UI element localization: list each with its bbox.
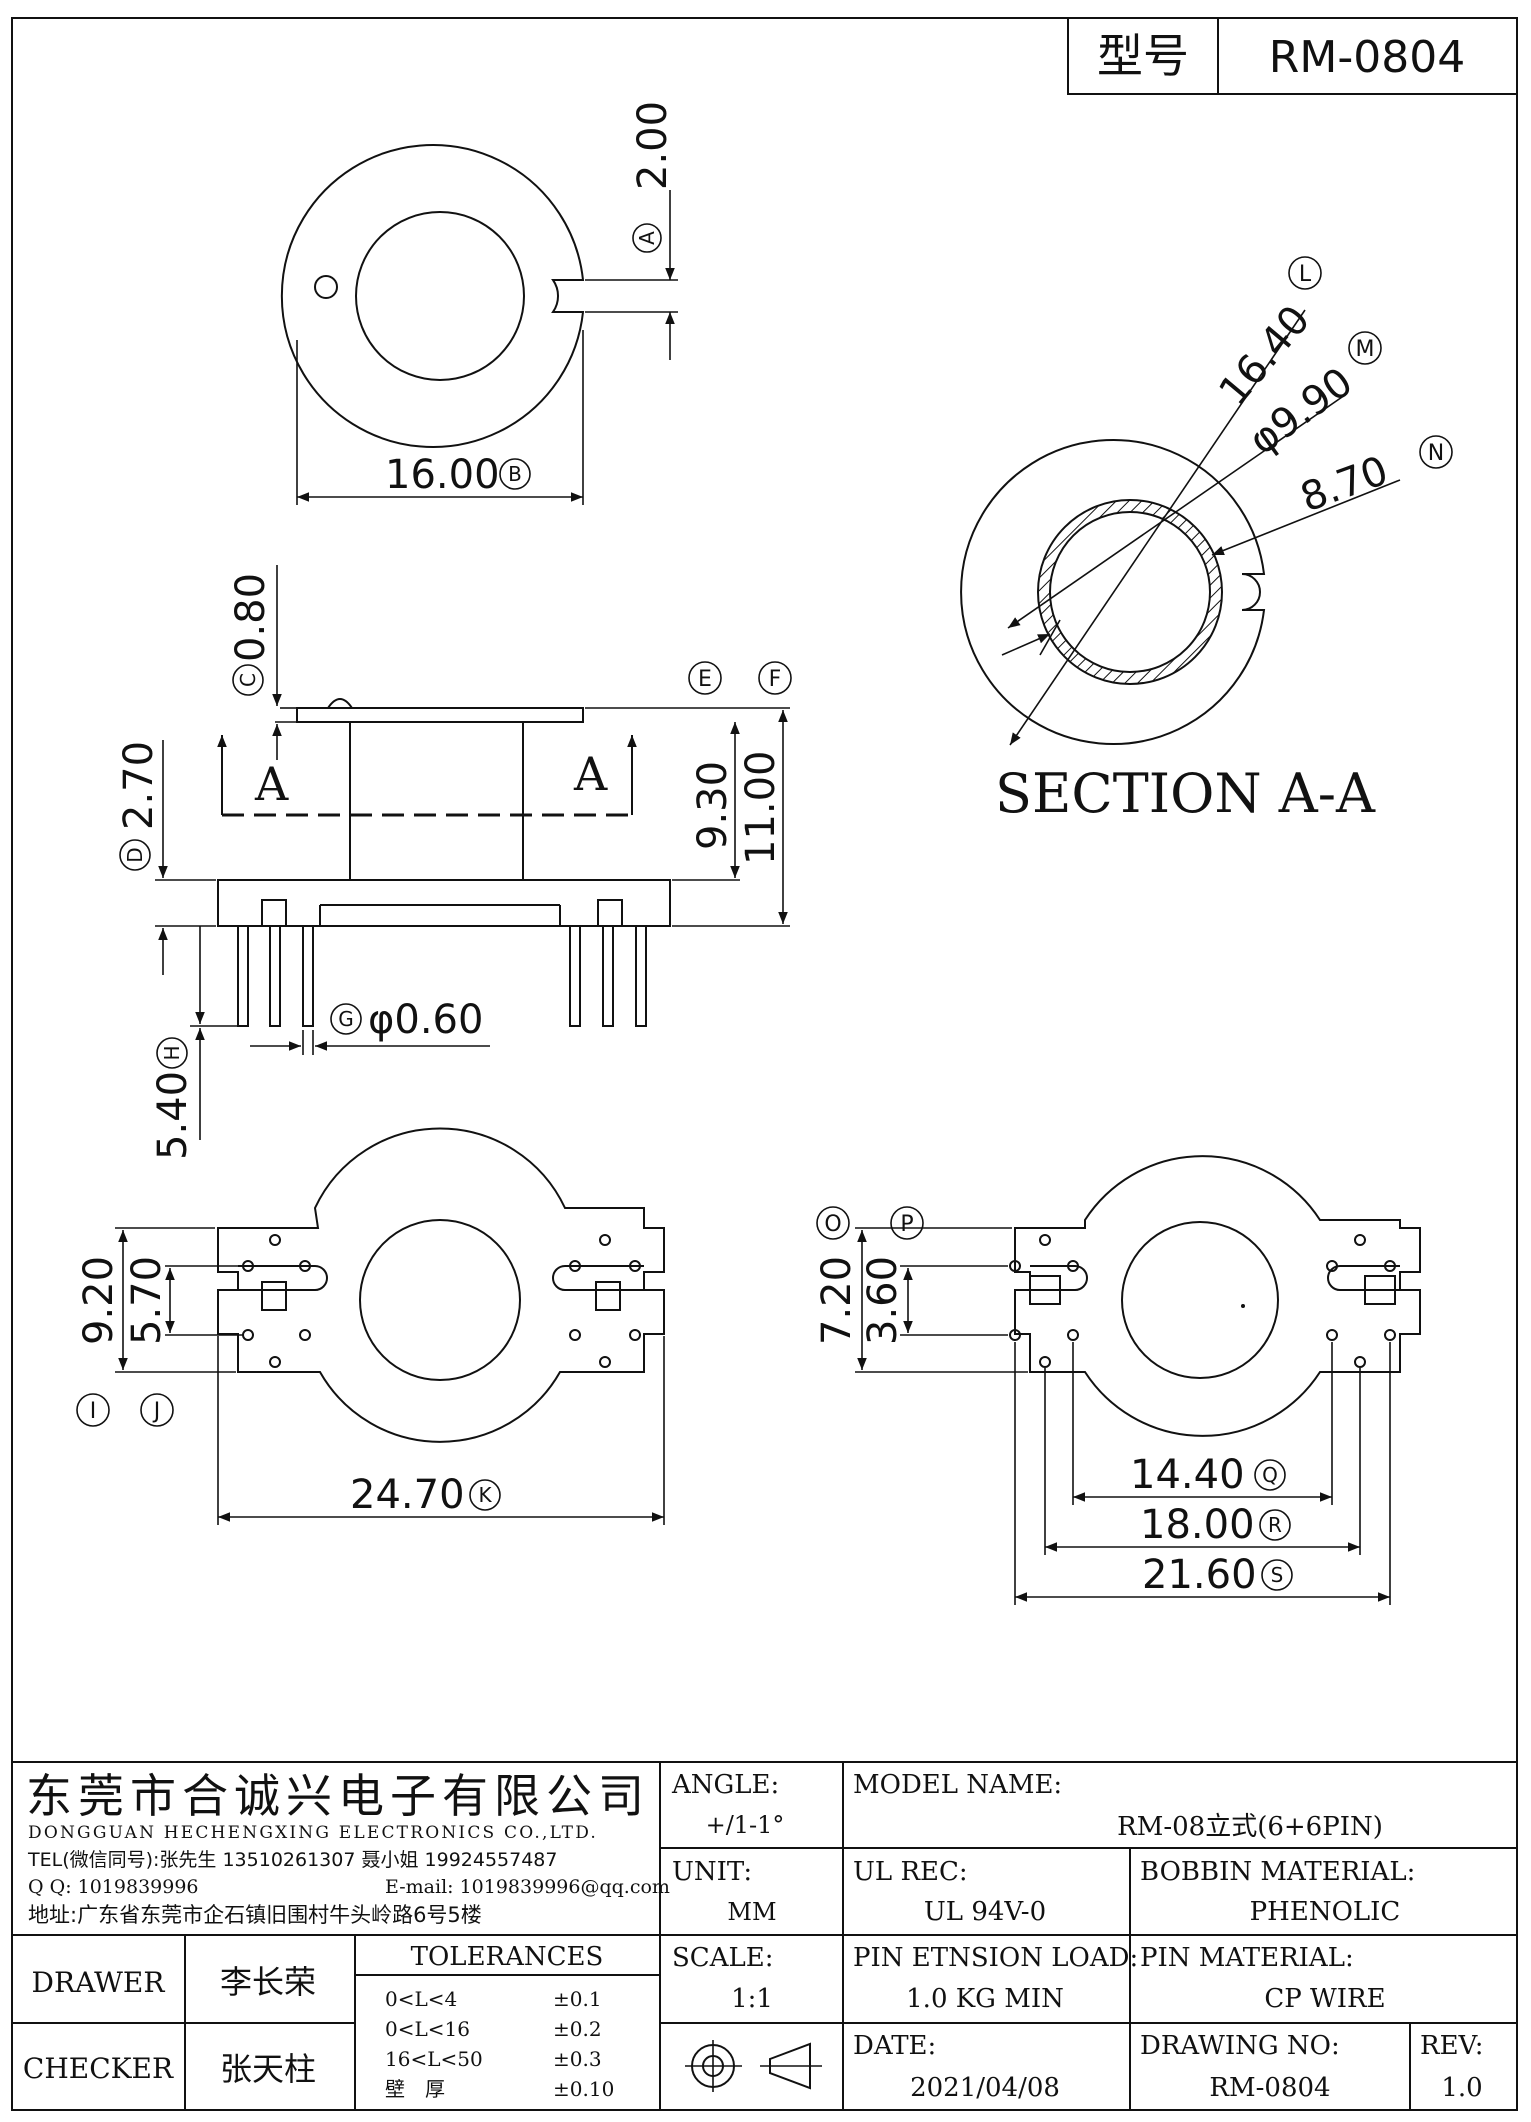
section-title: SECTION A-A — [995, 762, 1376, 825]
section-view: 16.40 L φ9.90 M 8.70 N SECTION A-A — [960, 256, 1453, 825]
letter-i: I — [90, 1399, 97, 1424]
drawing-no-value: RM-0804 — [1209, 2073, 1330, 2103]
checker-name: 张天柱 — [220, 2050, 316, 2088]
model-name-value: RM-08立式(6+6PIN) — [1117, 1812, 1383, 1842]
company-address: 地址:广东省东莞市企石镇旧围村牛头岭路6号5楼 — [28, 1903, 482, 1927]
side-view: A A 0.80 C E F 9.30 11.00 2.70 D 5.40 — [116, 565, 792, 1160]
section-mark-right: A — [573, 747, 608, 801]
dim-width: 16.00 — [385, 452, 500, 498]
rev-label: REV: — [1420, 2031, 1483, 2061]
rev-value: 1.0 — [1441, 2073, 1482, 2103]
tol-value-3: ±0.3 — [553, 2047, 602, 2071]
letter-k: K — [478, 1483, 492, 1507]
letter-e: E — [698, 667, 712, 692]
dim-pin-dia: φ0.60 — [368, 997, 483, 1043]
dim-base: 2.70 — [116, 741, 162, 830]
letter-a: A — [635, 231, 659, 245]
tol-range-4: 壁 厚 — [385, 2077, 445, 2101]
ul-value: UL 94V-0 — [924, 1897, 1046, 1927]
top-view-core-hole — [355, 211, 525, 381]
dim-inner: 8.70 — [1295, 448, 1394, 522]
dim-slot: 2.00 — [630, 101, 676, 190]
drawing-no-label: DRAWING NO: — [1140, 2031, 1340, 2061]
dim-pin-length: 5.40 — [150, 1071, 196, 1160]
dim-2470: 24.70 — [350, 1472, 465, 1518]
bobbin-label: BOBBIN MATERIAL: — [1140, 1857, 1415, 1887]
pin-load-label: PIN ETNSION LOAD: — [853, 1943, 1138, 1973]
dim-2160: 21.60 — [1142, 1552, 1257, 1598]
pin-material-label: PIN MATERIAL: — [1140, 1943, 1354, 1973]
bobbin-value: PHENOLIC — [1250, 1897, 1401, 1927]
bottom-view-right: 7.20 3.60 O P 14.40 Q 18.00 R 21.60 S — [814, 1155, 1421, 1605]
bottom-view-left: 9.20 5.70 I J 24.70 K — [76, 1127, 665, 1525]
date-value: 2021/04/08 — [910, 2073, 1060, 2103]
pin-load-value: 1.0 KG MIN — [906, 1984, 1064, 2014]
letter-r: R — [1268, 1513, 1282, 1537]
tol-value-4: ±0.10 — [553, 2077, 614, 2101]
letter-m: M — [1356, 337, 1375, 362]
letter-h: H — [160, 1045, 184, 1060]
drawer-name: 李长荣 — [220, 1963, 316, 2001]
top-view-pin-hole — [314, 275, 338, 299]
ul-label: UL REC: — [853, 1857, 968, 1887]
tol-value-2: ±0.2 — [553, 2017, 602, 2041]
tol-range-1: 0<L<4 — [385, 1987, 457, 2011]
scale-value: 1:1 — [731, 1984, 773, 2014]
top-view: 2.00 A 16.00 B — [280, 101, 678, 505]
dim-1100: 11.00 — [738, 750, 784, 865]
company-name-en: DONGGUAN HECHENGXING ELECTRONICS CO.,LTD… — [28, 1823, 598, 1843]
dim-1800: 18.00 — [1140, 1502, 1255, 1548]
unit-label: UNIT: — [672, 1857, 752, 1887]
unit-value: MM — [727, 1898, 776, 1926]
sheet-border — [11, 17, 1518, 2111]
letter-b: B — [508, 462, 522, 486]
model-value: RM-0804 — [1269, 32, 1465, 83]
tol-value-1: ±0.1 — [553, 1987, 602, 2011]
label-circle-a — [632, 223, 662, 253]
letter-d: D — [123, 847, 147, 862]
dim-360: 3.60 — [860, 1256, 906, 1345]
dim-930: 9.30 — [690, 761, 736, 850]
model-name-label: MODEL NAME: — [853, 1770, 1062, 1800]
dim-920: 9.20 — [76, 1256, 122, 1345]
drawer-label: DRAWER — [32, 1966, 166, 1999]
company-tel: TEL(微信同号):张先生 13510261307 聂小姐 1992455748… — [27, 1849, 558, 1871]
letter-l: L — [1299, 262, 1312, 287]
letter-o: O — [824, 1212, 841, 1237]
dim-570: 5.70 — [124, 1256, 170, 1345]
checker-label: CHECKER — [23, 2052, 174, 2085]
pin-material-value: CP WIRE — [1264, 1984, 1385, 2014]
letter-f: F — [769, 667, 782, 692]
company-name-cn: 东莞市合诚兴电子有限公司 — [26, 1769, 650, 1823]
angle-label: ANGLE: — [671, 1770, 779, 1800]
projection-symbol-icon — [685, 2040, 822, 2092]
letter-j: J — [152, 1399, 161, 1424]
letter-q: Q — [1262, 1463, 1278, 1487]
model-title-box: 型号 RM-0804 — [1067, 17, 1518, 95]
date-label: DATE: — [853, 2031, 936, 2061]
scale-label: SCALE: — [672, 1943, 774, 1973]
dim-1440: 14.40 — [1130, 1452, 1245, 1498]
title-block: 东莞市合诚兴电子有限公司 DONGGUAN HECHENGXING ELECTR… — [12, 1761, 1517, 2110]
letter-g: G — [338, 1007, 354, 1031]
dim-720: 7.20 — [814, 1256, 860, 1345]
tol-range-3: 16<L<50 — [385, 2047, 483, 2071]
letter-c: C — [236, 673, 260, 687]
section-mark-left: A — [254, 757, 289, 811]
model-label: 型号 — [1097, 29, 1189, 83]
angle-value: +/1-1° — [706, 1811, 785, 1839]
tol-range-2: 0<L<16 — [385, 2017, 470, 2041]
company-qq: Q Q: 1019839996 — [28, 1876, 199, 1898]
letter-s: S — [1271, 1563, 1284, 1587]
letter-n: N — [1428, 441, 1444, 466]
tolerances-title: TOLERANCES — [411, 1942, 604, 1972]
dim-flange: 0.80 — [228, 573, 274, 662]
letter-p: P — [900, 1212, 913, 1237]
company-email: E-mail: 1019839996@qq.com — [385, 1876, 670, 1898]
top-view-outline — [280, 144, 585, 448]
